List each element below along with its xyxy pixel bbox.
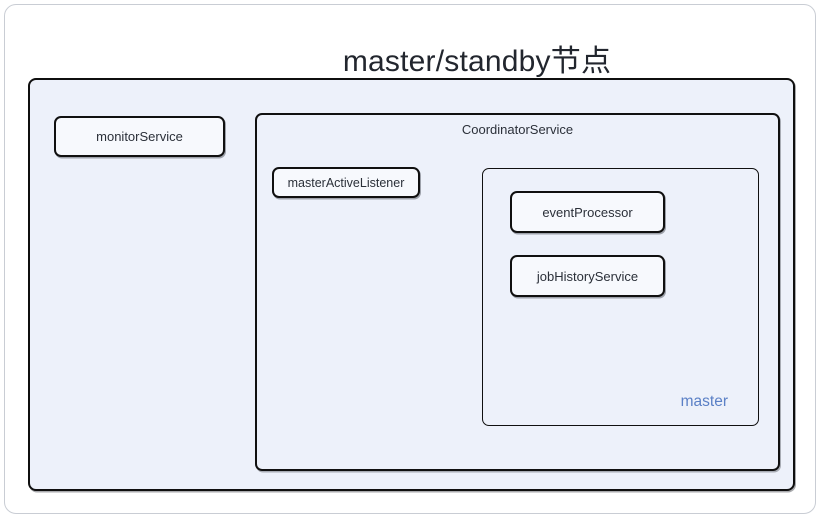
- master-group-label: master: [680, 393, 728, 410]
- coordinator-service-box: CoordinatorService: [255, 113, 780, 471]
- master-active-listener-label: masterActiveListener: [287, 175, 405, 190]
- diagram-title: master/standby节点: [342, 45, 612, 78]
- event-processor-box: eventProcessor: [510, 191, 665, 233]
- job-history-service-box: jobHistoryService: [510, 255, 665, 297]
- monitor-service-label: monitorService: [96, 129, 183, 144]
- job-history-service-label: jobHistoryService: [536, 268, 639, 284]
- monitor-service-box: monitorService: [54, 116, 225, 157]
- master-active-listener-box: masterActiveListener: [272, 167, 420, 198]
- master-group-box: master: [482, 168, 759, 426]
- coordinator-service-label: CoordinatorService: [461, 122, 574, 137]
- event-processor-label: eventProcessor: [542, 204, 633, 220]
